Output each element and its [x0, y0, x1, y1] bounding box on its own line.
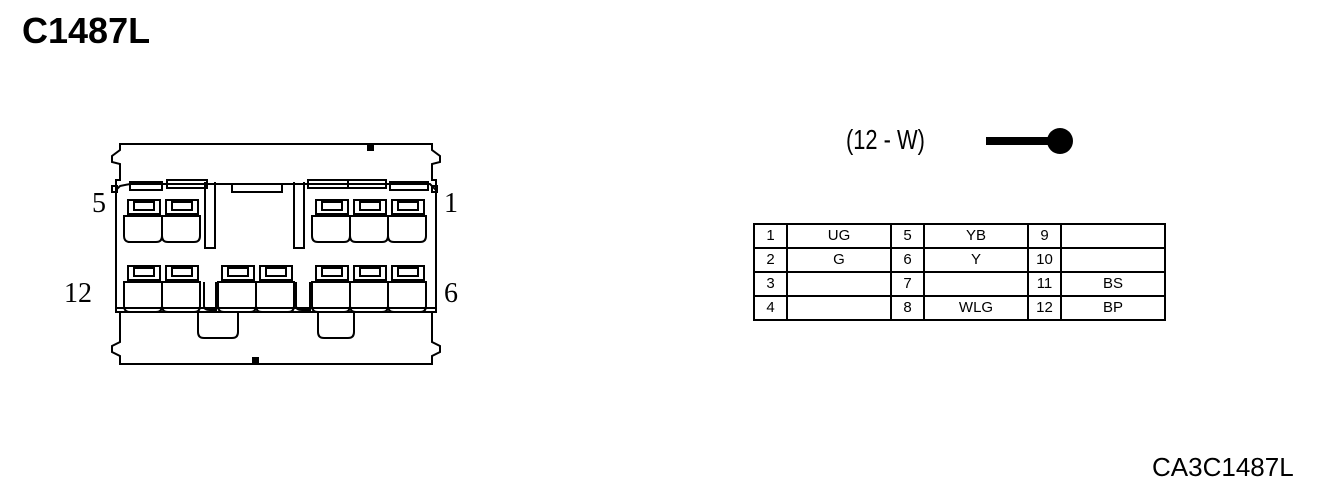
wire-color-cell	[923, 271, 1029, 297]
pin-cavity-11	[161, 265, 201, 313]
pin-cavity-9	[255, 265, 295, 313]
wire-color-cell: UG	[786, 223, 892, 249]
pin-cavity-7	[349, 265, 389, 313]
pin-number-cell: 11	[1027, 271, 1062, 297]
pin-cavity-4	[161, 199, 201, 243]
wire-color-cell	[1060, 247, 1166, 273]
pin-cavity-1	[387, 199, 427, 243]
wire-color-cell	[1060, 223, 1166, 249]
pin-number-cell: 9	[1027, 223, 1062, 249]
pin-number-cell: 6	[890, 247, 925, 273]
pin-cavity-6	[387, 265, 427, 313]
pin-cavity-12	[123, 265, 163, 313]
housing-outline	[111, 143, 441, 365]
wire-color-cell: G	[786, 247, 892, 273]
connector-face-diagram	[111, 143, 441, 365]
bottom-tab-left	[197, 312, 239, 339]
pin-number-cell: 7	[890, 271, 925, 297]
pin-cavity-5	[123, 199, 163, 243]
wire-spec-label: (12 - W)	[846, 124, 925, 155]
connector-title: C1487L	[22, 10, 151, 51]
wire-color-cell	[786, 295, 892, 321]
wire-color-cell: Y	[923, 247, 1029, 273]
inner-frame	[115, 183, 437, 309]
pin-cavity-3	[311, 199, 351, 243]
pin-number-cell: 10	[1027, 247, 1062, 273]
pin-number-cell: 1	[753, 223, 788, 249]
wire-color-cell	[786, 271, 892, 297]
pin-label-bottom-left: 12	[64, 278, 92, 309]
pin-cavity-8	[311, 265, 351, 313]
bottom-tab-right	[317, 312, 355, 339]
diagram-code: CA3C1487L	[1152, 452, 1294, 482]
pin-number-cell: 8	[890, 295, 925, 321]
pin-number-cell: 12	[1027, 295, 1062, 321]
pin-number-cell: 2	[753, 247, 788, 273]
pin-label-bottom-right: 6	[444, 278, 458, 309]
wire-color-cell: BP	[1060, 295, 1166, 321]
pin-number-cell: 4	[753, 295, 788, 321]
bottom-key	[252, 357, 259, 364]
wire-color-cell: WLG	[923, 295, 1029, 321]
pin-label-top-right: 1	[444, 188, 458, 219]
top-key	[367, 145, 374, 151]
pin-cavity-10	[217, 265, 257, 313]
pin-label-top-left: 5	[92, 188, 106, 219]
wire-terminal-symbol	[986, 128, 1073, 154]
pin-number-cell: 3	[753, 271, 788, 297]
pin-cavity-2	[349, 199, 389, 243]
wire-color-cell: BS	[1060, 271, 1166, 297]
pin-number-cell: 5	[890, 223, 925, 249]
wire-color-cell: YB	[923, 223, 1029, 249]
